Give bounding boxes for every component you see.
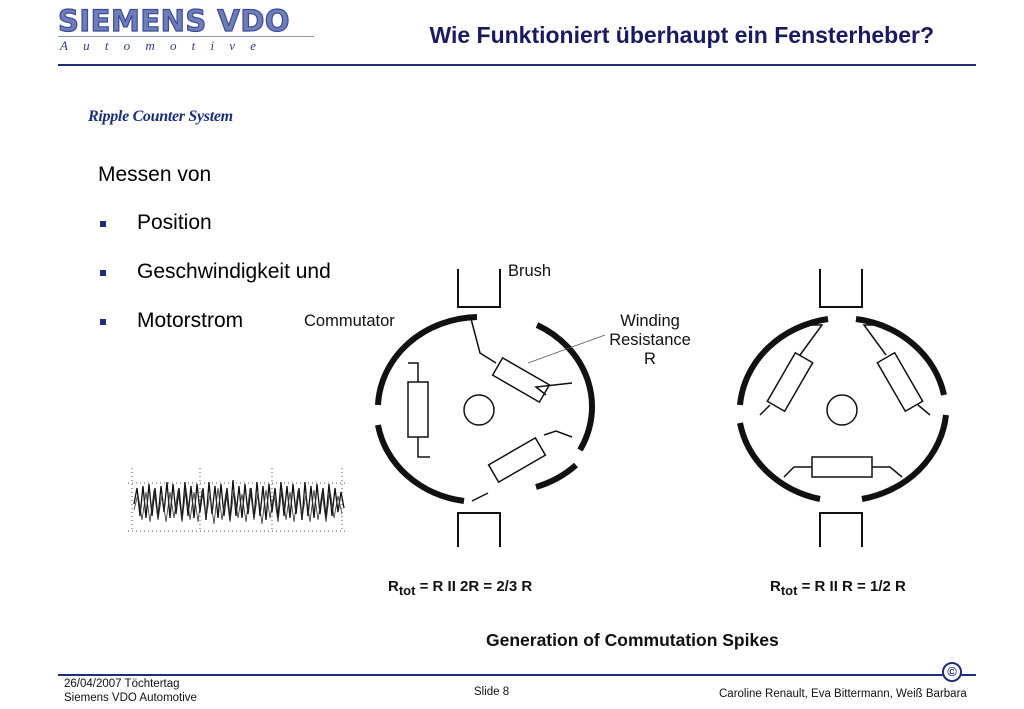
winding-resistance-label: Winding Resistance R <box>596 312 704 369</box>
formula-subscript: tot <box>780 583 798 598</box>
winding-label-line: R <box>644 350 656 368</box>
formula-subscript: tot <box>398 583 416 598</box>
slide-number: Slide 8 <box>474 686 510 698</box>
logo-divider <box>58 36 314 37</box>
footer-divider <box>58 674 976 676</box>
formula-symbol: R <box>388 578 399 595</box>
bullet-label: Motorstrom <box>137 309 244 332</box>
right-motor-diagram <box>737 269 949 547</box>
section-subtitle: Ripple Counter System <box>88 108 233 125</box>
footer-company: Siemens VDO Automotive <box>64 692 197 704</box>
formula-right: Rtot = R II R = 1/2 R <box>770 578 906 598</box>
bullet-label: Geschwindigkeit und <box>137 260 331 283</box>
formula-symbol: R <box>770 578 781 595</box>
bullet-label: Position <box>137 211 212 234</box>
left-motor-diagram <box>375 269 606 547</box>
winding-label-line: Resistance <box>609 331 691 349</box>
commutator-diagram <box>375 269 949 547</box>
winding-label-line: Winding <box>620 312 680 330</box>
oscilloscope-trace <box>128 468 348 532</box>
logo-brand-text: SIEMENS VDO <box>57 3 291 38</box>
bullet-square-icon <box>100 221 106 227</box>
diagram-caption: Generation of Commutation Spikes <box>486 630 779 650</box>
logo-sub-text: Automotive <box>60 38 272 53</box>
bullet-square-icon <box>100 270 106 276</box>
footer-authors: Caroline Renault, Eva Bittermann, Weiß B… <box>719 688 967 700</box>
header-divider <box>58 64 976 66</box>
formula-expression: = R II 2R = 2/3 R <box>415 578 533 595</box>
intro-text: Messen von <box>98 163 212 186</box>
copyright-icon: © <box>942 662 962 682</box>
slide-title: Wie Funktioniert überhaupt ein Fensterhe… <box>429 22 934 48</box>
footer-date: 26/04/2007 Töchtertag <box>64 678 180 690</box>
brush-label: Brush <box>508 262 552 280</box>
bullet-square-icon <box>100 319 106 325</box>
formula-left: Rtot = R II 2R = 2/3 R <box>388 578 532 598</box>
commutator-label: Commutator <box>304 312 395 330</box>
formula-expression: = R II R = 1/2 R <box>797 578 906 595</box>
